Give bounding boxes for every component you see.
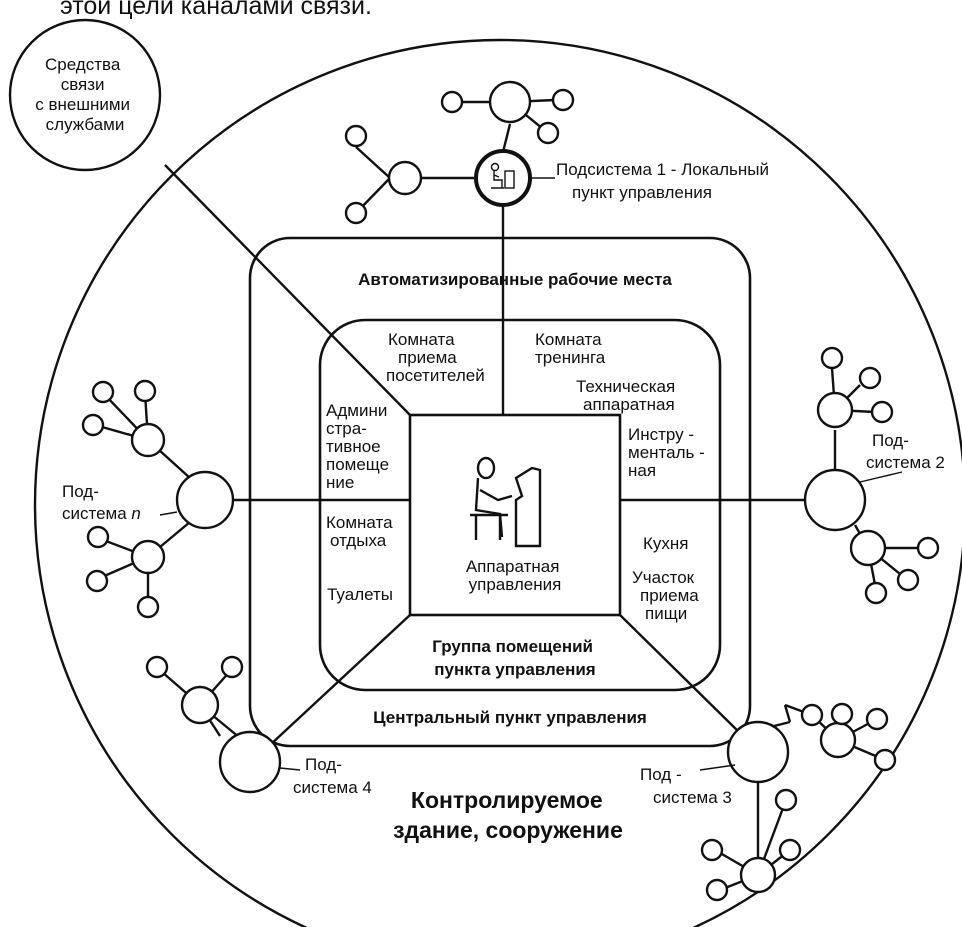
subsystem-4-pointer: [279, 767, 301, 771]
room-kitchen: Кухня: [643, 534, 689, 553]
subsystem-2-network: [803, 346, 940, 605]
subsystem-n-label: Под- система n: [62, 482, 141, 523]
building-label: Контролируемое здание, сооружение: [393, 787, 623, 843]
workstations-title: Автоматизированные рабочие места: [358, 270, 672, 289]
header-text-fragment: этой цели каналами связи.: [60, 0, 372, 20]
room-group-title: Группа помещений пункта управления: [432, 637, 597, 679]
room-toilets: Туалеты: [327, 585, 393, 604]
room-rest: Комната отдыха: [326, 513, 397, 550]
room-training: Комната тренинга: [535, 330, 606, 367]
central-point-frame: [248, 236, 752, 748]
subsystem-4-network: [145, 655, 282, 794]
operator-icon: [470, 456, 542, 548]
external-comms-label: Средства связи с внешними службами: [35, 55, 135, 134]
subsystem-n-pointer: [159, 511, 178, 516]
central-point-title: Центральный пункт управления: [373, 708, 647, 727]
subsystem-3-pointer: [699, 764, 736, 771]
subsystem-2-label: Под- система 2: [866, 431, 945, 472]
subsystem-3-network: [700, 702, 897, 902]
connection-lines: [164, 164, 806, 746]
subsystem-1-label: Подсистема 1 - Локальный пункт управлени…: [556, 160, 774, 202]
control-room-frame: [408, 413, 622, 617]
subsystem-n-network: [81, 379, 235, 619]
operator-small-icon: [490, 162, 515, 189]
local-control-point-node: [474, 149, 532, 207]
room-group-frame: [318, 318, 722, 692]
building-boundary: [33, 38, 962, 927]
external-comms-node: [8, 18, 162, 172]
subsystem-4-label: Под- система 4: [293, 755, 372, 797]
control-room-label: Аппаратная управления: [466, 557, 564, 594]
subsystem-2-pointer: [859, 471, 903, 483]
room-visitors: Комната приема посетителей: [386, 330, 485, 385]
room-instrumental: Инстру - менталь - ная: [628, 425, 709, 480]
subsystem-1-network: [344, 80, 575, 225]
subsystem-3-label: Под - система 3: [640, 765, 732, 807]
room-admin: Админи стра- тивное помеще ние: [326, 401, 394, 492]
room-dining: Участок приема пищи: [632, 568, 704, 623]
room-tech: Техническая аппаратная: [576, 377, 680, 414]
